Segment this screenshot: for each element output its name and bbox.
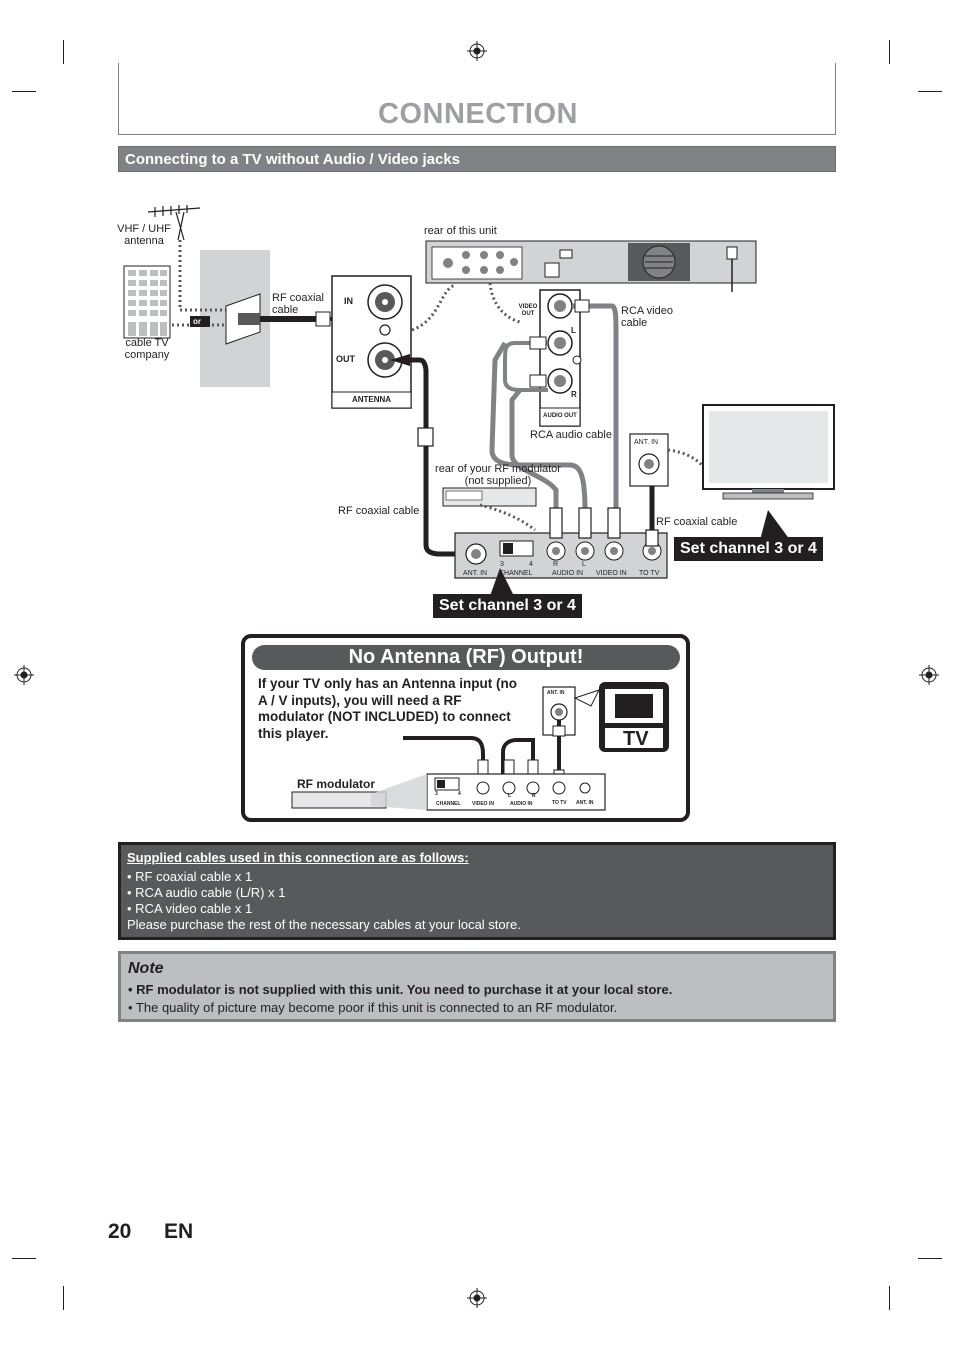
page-title: CONNECTION — [378, 98, 578, 130]
mod-l-label: L — [582, 561, 586, 568]
tv-icon — [702, 404, 835, 500]
cable-tv-label: cable TV company — [124, 337, 170, 361]
note-heading: Note — [128, 960, 164, 977]
unit-rear — [425, 240, 757, 292]
registration-mark-icon — [919, 665, 939, 685]
antenna-icon — [147, 205, 201, 241]
mod-audio-in-label: AUDIO IN — [552, 570, 584, 577]
jack-r-label: R — [571, 390, 577, 399]
rf-ch3-label: 3 — [435, 791, 438, 797]
rf-audio-in-label: AUDIO IN — [510, 801, 533, 807]
crop-mark — [12, 1258, 36, 1259]
rear-modulator-label: rear of your RF modulator (not supplied) — [435, 463, 561, 487]
mod-to-tv-label: TO TV — [639, 570, 660, 577]
antenna-panel — [331, 275, 412, 409]
video-out-label: VIDEO OUT — [518, 304, 538, 317]
mod-ant-in-label: ANT. IN — [463, 570, 488, 577]
set-channel-callout-right: Set channel 3 or 4 — [674, 537, 823, 561]
antenna-out-label: OUT — [336, 354, 355, 364]
crop-mark — [63, 40, 64, 64]
supplied-cables-box: Supplied cables used in this connection … — [118, 842, 836, 940]
av-out-panel — [539, 289, 582, 427]
rf-video-in-label: VIDEO IN — [472, 801, 494, 807]
mod-channel-label: CHANNEL — [499, 570, 533, 577]
registration-mark-icon — [467, 41, 487, 61]
rf-to-tv-label: TO TV — [552, 800, 567, 806]
language-label: EN — [164, 1220, 194, 1243]
antenna-label: VHF / UHF antenna — [117, 223, 171, 247]
rf-modulator-panel — [454, 532, 668, 579]
tv-ant-in-label: ANT. IN — [634, 439, 659, 446]
supplied-item: • RF coaxial cable x 1 — [127, 869, 253, 884]
crop-mark — [12, 91, 36, 92]
supplied-footer: Please purchase the rest of the necessar… — [127, 917, 521, 932]
crop-mark — [918, 1258, 942, 1259]
note-bold-line: • RF modulator is not supplied with this… — [128, 982, 673, 997]
rf-r-label: R — [532, 793, 536, 799]
supplied-item: • RCA audio cable (L/R) x 1 — [127, 885, 286, 900]
mod-r-label: R — [553, 561, 559, 568]
registration-mark-icon — [467, 1288, 487, 1308]
or-label: or — [193, 317, 201, 326]
tv-label: TV — [623, 728, 649, 750]
crop-mark — [889, 40, 890, 64]
rf-panel-diagram — [291, 682, 669, 811]
rf-channel-label: CHANNEL — [436, 801, 461, 807]
note-line: • The quality of picture may become poor… — [128, 1000, 618, 1015]
connection-diagram — [123, 205, 835, 596]
header-frame — [118, 63, 836, 135]
set-channel-callout-bottom: Set channel 3 or 4 — [433, 594, 582, 618]
antenna-in-label: IN — [344, 296, 353, 306]
crop-mark — [63, 1286, 64, 1310]
note-box: Note • RF modulator is not supplied with… — [118, 951, 836, 1022]
rf-modulator-label: RF modulator — [297, 777, 375, 791]
mod-ch3-label: 3 — [500, 561, 504, 568]
audio-out-label: AUDIO OUT — [543, 413, 577, 419]
supplied-item: • RCA video cable x 1 — [127, 901, 253, 916]
crop-mark — [918, 91, 942, 92]
section-heading: Connecting to a TV without Audio / Video… — [125, 151, 461, 168]
rf-ant-in-label: ANT. IN — [547, 690, 565, 696]
rf-coax-label-right: RF coaxial cable — [656, 516, 738, 528]
rf-coax-label-top: RF coaxial cable — [272, 292, 324, 316]
jack-l-label: L — [571, 326, 576, 335]
registration-mark-icon — [14, 665, 34, 685]
crop-mark — [889, 1286, 890, 1310]
rf-l-label: L — [508, 793, 512, 799]
rf-output-heading: No Antenna (RF) Output! — [252, 645, 680, 670]
page-number: 20 — [108, 1220, 132, 1243]
building-icon — [123, 265, 171, 339]
rf-ch4-label: 4 — [458, 791, 461, 797]
rca-video-cable-label: RCA video cable — [621, 305, 673, 329]
antenna-caption: ANTENNA — [351, 395, 392, 404]
mod-ch4-label: 4 — [529, 561, 533, 568]
mod-video-in-label: VIDEO IN — [596, 570, 627, 577]
rf-ant-in2-label: ANT. IN — [576, 800, 594, 806]
rf-output-text: If your TV only has an Antenna input (no… — [258, 676, 517, 741]
section-heading-bar: Connecting to a TV without Audio / Video… — [118, 146, 836, 172]
rear-unit-label: rear of this unit — [424, 225, 497, 237]
rf-coax-label-left: RF coaxial cable — [338, 505, 420, 517]
rca-audio-cable-label: RCA audio cable — [530, 429, 612, 441]
supplied-heading: Supplied cables used in this connection … — [127, 850, 469, 865]
